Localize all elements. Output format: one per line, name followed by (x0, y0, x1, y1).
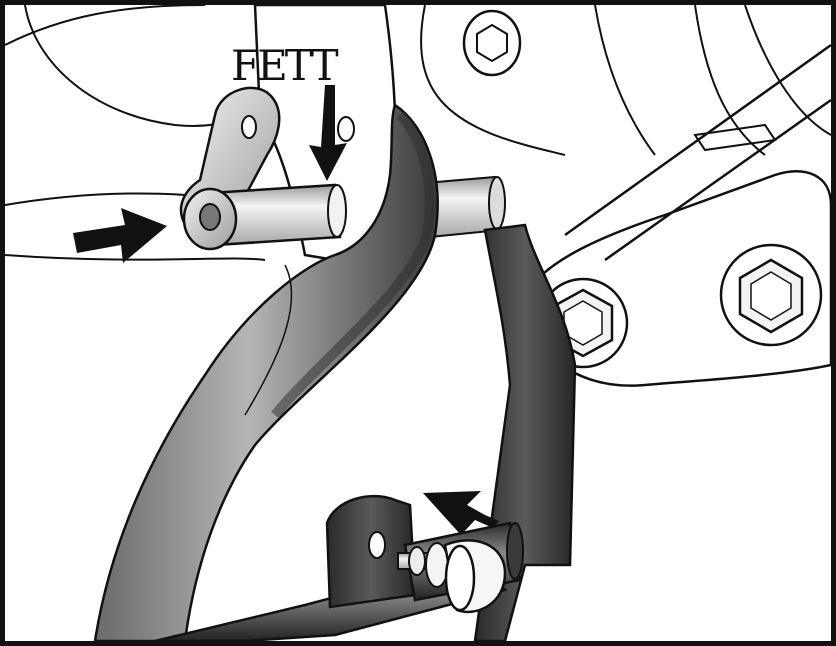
hex-bolt-left (537, 277, 629, 369)
fett-label: FETT (231, 41, 339, 90)
grease-pin (182, 183, 347, 251)
arrow-icon-diagonal (423, 491, 499, 535)
dark-lever-arm (93, 103, 439, 641)
hex-bolt-right (719, 243, 823, 347)
assembly-illustration (5, 5, 831, 641)
socket-screw (462, 9, 522, 77)
lower-bracket-tab (325, 494, 417, 609)
arrow-icon-left (73, 208, 167, 263)
knob-pin (397, 539, 507, 614)
arrow-icon-down (309, 85, 347, 181)
